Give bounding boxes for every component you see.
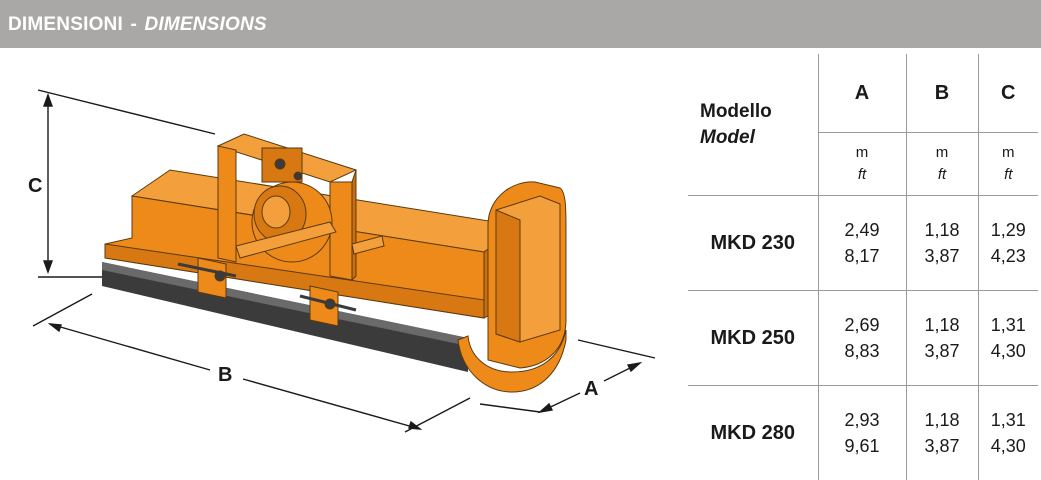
column-letter-b: B	[906, 54, 978, 133]
title-separator: -	[130, 14, 137, 35]
dimension-label-c: C	[28, 175, 42, 197]
value-ft: 3,87	[907, 338, 978, 364]
value-m: 1,29	[979, 217, 1039, 243]
unit-m: m	[819, 142, 906, 164]
title-italian: DIMENSIONI	[8, 14, 123, 35]
unit-cell-b: m ft	[906, 133, 978, 196]
header-divider	[0, 48, 1041, 51]
value-ft: 8,17	[819, 243, 906, 269]
value-m: 2,69	[819, 312, 906, 338]
column-letter-a: A	[818, 54, 906, 133]
value-ft: 3,87	[907, 243, 978, 269]
value-ft: 4,30	[979, 433, 1039, 459]
column-letter-c: C	[978, 54, 1038, 133]
value-m: 1,18	[907, 407, 978, 433]
unit-ft: ft	[907, 164, 978, 186]
value-ft: 9,61	[819, 433, 906, 459]
model-column-header: Modello Model	[688, 54, 818, 196]
value-m: 2,49	[819, 217, 906, 243]
unit-ft: ft	[819, 164, 906, 186]
value-m: 1,31	[979, 407, 1039, 433]
unit-ft: ft	[979, 164, 1039, 186]
value-ft: 4,30	[979, 338, 1039, 364]
unit-m: m	[979, 142, 1039, 164]
table-header-row: Modello Model A B C	[688, 54, 1038, 133]
value-ft: 3,87	[907, 433, 978, 459]
unit-cell-a: m ft	[818, 133, 906, 196]
mulcher-dimension-drawing: C B A	[0, 60, 680, 466]
unit-cell-c: m ft	[978, 133, 1038, 196]
model-name: MKD 230	[688, 196, 818, 291]
value-m: 1,31	[979, 312, 1039, 338]
model-label-it: Modello	[700, 99, 818, 125]
dimensions-table: Modello Model A B C m ft m ft m ft MKD 2…	[688, 54, 1038, 480]
model-label-en: Model	[700, 125, 818, 151]
section-header: DIMENSIONI - DIMENSIONS	[0, 0, 1041, 48]
model-name: MKD 250	[688, 291, 818, 386]
unit-m: m	[907, 142, 978, 164]
value-m: 1,18	[907, 312, 978, 338]
value-ft: 8,83	[819, 338, 906, 364]
dimension-label-a: A	[584, 378, 598, 400]
value-m: 2,93	[819, 407, 906, 433]
section-title: DIMENSIONI - DIMENSIONS	[8, 14, 267, 36]
title-english: DIMENSIONS	[144, 14, 266, 35]
dimension-label-b: B	[218, 364, 232, 386]
value-m: 1,18	[907, 217, 978, 243]
value-ft: 4,23	[979, 243, 1039, 269]
